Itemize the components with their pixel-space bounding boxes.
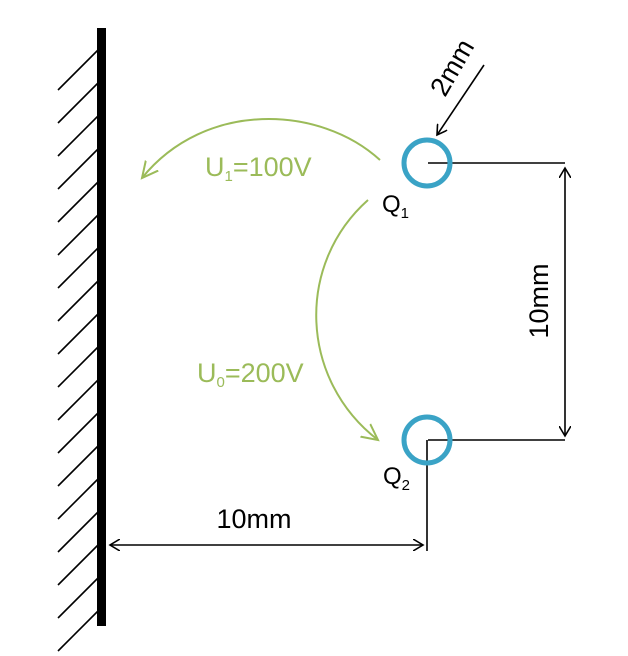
hatch-line bbox=[57, 410, 101, 454]
voltage-u1-letter: U bbox=[205, 152, 225, 182]
diameter-label: 2mm bbox=[424, 34, 480, 101]
voltage-u1-value: =100V bbox=[233, 152, 312, 182]
charge-q1-subscript: 1 bbox=[401, 205, 409, 222]
charge-q2-letter: Q bbox=[383, 463, 402, 490]
charge-q2-label: Q2 bbox=[383, 463, 410, 494]
hatch-line bbox=[57, 113, 101, 157]
voltage-u0-subscript: 0 bbox=[217, 374, 225, 391]
hatch-line bbox=[57, 575, 101, 619]
hatch-line bbox=[57, 146, 101, 190]
hatch-line bbox=[57, 608, 101, 652]
hatch-line bbox=[57, 245, 101, 289]
voltage-u0-value: =200V bbox=[225, 358, 304, 388]
hatch-line bbox=[57, 278, 101, 322]
fixed-wall bbox=[97, 28, 106, 626]
hatch-line bbox=[57, 179, 101, 223]
voltage-u1-label: U1=100V bbox=[205, 152, 312, 185]
voltage-u0-label: U0=200V bbox=[197, 358, 304, 391]
hatch-line bbox=[57, 509, 101, 553]
hatch-line bbox=[57, 344, 101, 388]
hatch-line bbox=[57, 542, 101, 586]
voltage-u1-arrow bbox=[142, 118, 381, 178]
hatch-line bbox=[57, 80, 101, 124]
hatch-line bbox=[57, 47, 101, 91]
wall-hatching bbox=[57, 47, 101, 652]
hatch-line bbox=[57, 212, 101, 256]
diameter-arrow bbox=[437, 64, 485, 135]
horizontal-dimension-label: 10mm bbox=[216, 504, 291, 534]
voltage-u0-arrow bbox=[315, 199, 378, 440]
charge-q1-letter: Q bbox=[382, 191, 401, 218]
vertical-dimension-label: 10mm bbox=[524, 263, 554, 338]
charge-q2-subscript: 2 bbox=[402, 477, 410, 494]
charge-q1-ring bbox=[401, 137, 453, 189]
hatch-line bbox=[57, 377, 101, 421]
hatch-line bbox=[57, 476, 101, 520]
hatch-line bbox=[57, 443, 101, 487]
charge-q2-ring bbox=[401, 414, 453, 466]
voltage-u1-subscript: 1 bbox=[225, 168, 233, 185]
hatch-line bbox=[57, 311, 101, 355]
voltage-u0-letter: U bbox=[197, 358, 217, 388]
charge-q1-label: Q1 bbox=[382, 191, 409, 222]
